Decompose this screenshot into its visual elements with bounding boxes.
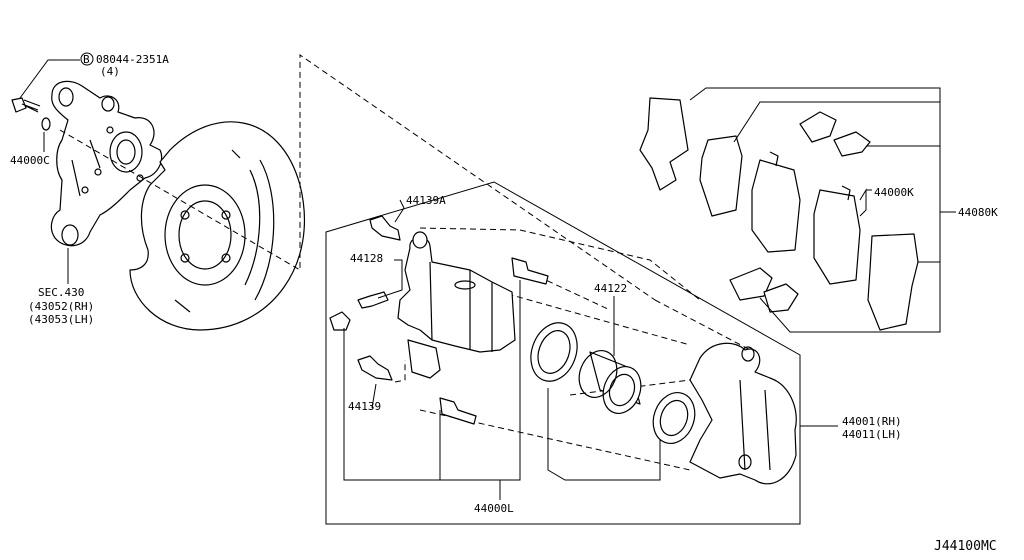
label-seal-kit: 44000L bbox=[474, 502, 514, 515]
label-knuckle-lh: (43053(LH) bbox=[28, 313, 94, 326]
shim-second bbox=[699, 135, 743, 217]
washer-44000c bbox=[41, 117, 51, 131]
label-washer: 44000C bbox=[10, 154, 50, 167]
anti-squeal-shim-left bbox=[639, 97, 689, 191]
pad-clip-upper bbox=[799, 111, 871, 157]
caliper-assembly-frame bbox=[325, 181, 801, 525]
pad-clip-lower bbox=[729, 267, 799, 313]
diagram-code: J44100MC bbox=[934, 539, 997, 554]
label-bolt-ref: 08044-2351A bbox=[96, 53, 169, 66]
label-hardware-kit: 44080K bbox=[958, 206, 998, 219]
label-knuckle-rh: (43052(RH) bbox=[28, 300, 94, 313]
bolt-44139a bbox=[369, 215, 401, 241]
caliper-body bbox=[689, 342, 797, 485]
label-piston: 44122 bbox=[594, 282, 627, 295]
label-bolt-qty: (4) bbox=[100, 65, 120, 78]
label-sec: SEC.430 bbox=[38, 286, 84, 299]
label-pin-bolt-upper: 44139A bbox=[406, 194, 446, 207]
leader-lines-left bbox=[19, 59, 80, 284]
brake-pad-inner bbox=[813, 185, 861, 285]
label-caliper-rh: 44001(RH) bbox=[842, 415, 902, 428]
brake-pad-outer bbox=[751, 151, 801, 253]
leader-lines-right bbox=[343, 87, 956, 500]
bolt-ref-circle-letter: B bbox=[83, 53, 90, 66]
bleeder-cap bbox=[329, 311, 351, 331]
piston-seal bbox=[530, 322, 578, 382]
bolt-44139 bbox=[357, 355, 393, 381]
caliper-bracket bbox=[397, 231, 516, 379]
dust-shield bbox=[129, 121, 305, 331]
label-caliper-lh: 44011(LH) bbox=[842, 428, 902, 441]
guide-pin-upper bbox=[511, 257, 549, 285]
label-pin-bolt-lower: 44139 bbox=[348, 400, 381, 413]
hub-bolt bbox=[11, 97, 41, 113]
piston bbox=[578, 350, 642, 414]
steering-knuckle bbox=[50, 80, 163, 247]
piston-boot bbox=[652, 392, 696, 444]
guide-pin-lower bbox=[439, 397, 477, 425]
label-pad-kit: 44000K bbox=[874, 186, 914, 199]
part-labels: B 08044-2351A (4) 44000C SEC.430 (43052(… bbox=[10, 52, 998, 554]
shim-right bbox=[867, 233, 919, 331]
bolt-ref-circle bbox=[80, 52, 94, 66]
label-bleeder: 44128 bbox=[350, 252, 383, 265]
bleeder-screw bbox=[357, 291, 389, 309]
